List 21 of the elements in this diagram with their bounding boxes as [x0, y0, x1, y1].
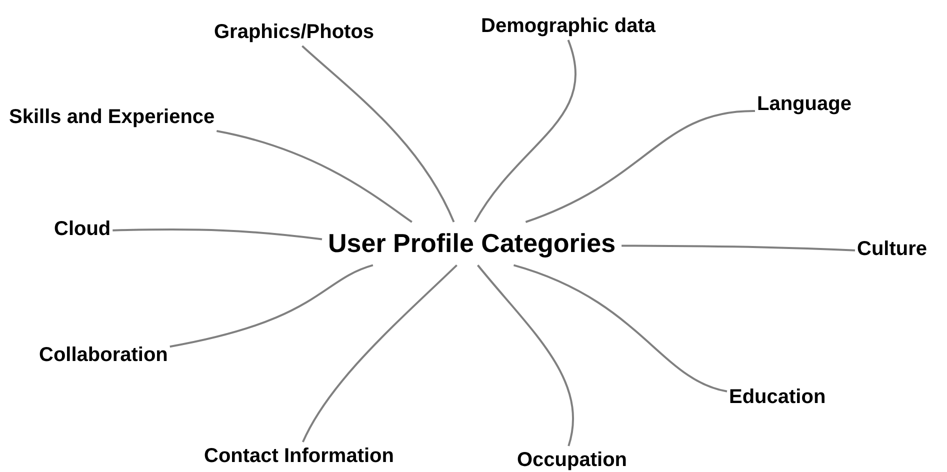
topic-label: Collaboration: [37, 341, 170, 369]
topic-label: Contact Information: [202, 442, 396, 470]
topic-label: Education: [727, 383, 828, 411]
connector-line: [170, 264, 374, 348]
connector-line: [622, 244, 856, 252]
topic-label: Occupation: [515, 446, 630, 472]
connector-line: [525, 110, 756, 223]
connector-line: [477, 264, 574, 446]
connector-line: [474, 40, 576, 223]
topic-label: Skills and Experience: [7, 103, 217, 131]
connector-line: [513, 264, 728, 392]
connector-line: [112, 228, 322, 240]
topic-label: Demographic data: [479, 12, 658, 40]
topic-label: Culture: [855, 235, 929, 263]
topic-label: Graphics/Photos: [212, 18, 376, 46]
topic-label: Cloud: [52, 215, 113, 243]
connector-line: [216, 130, 412, 223]
connector-line: [302, 45, 455, 222]
central-topic: User Profile Categories: [322, 222, 622, 266]
topic-label: Language: [755, 90, 854, 118]
connector-line: [302, 264, 458, 442]
